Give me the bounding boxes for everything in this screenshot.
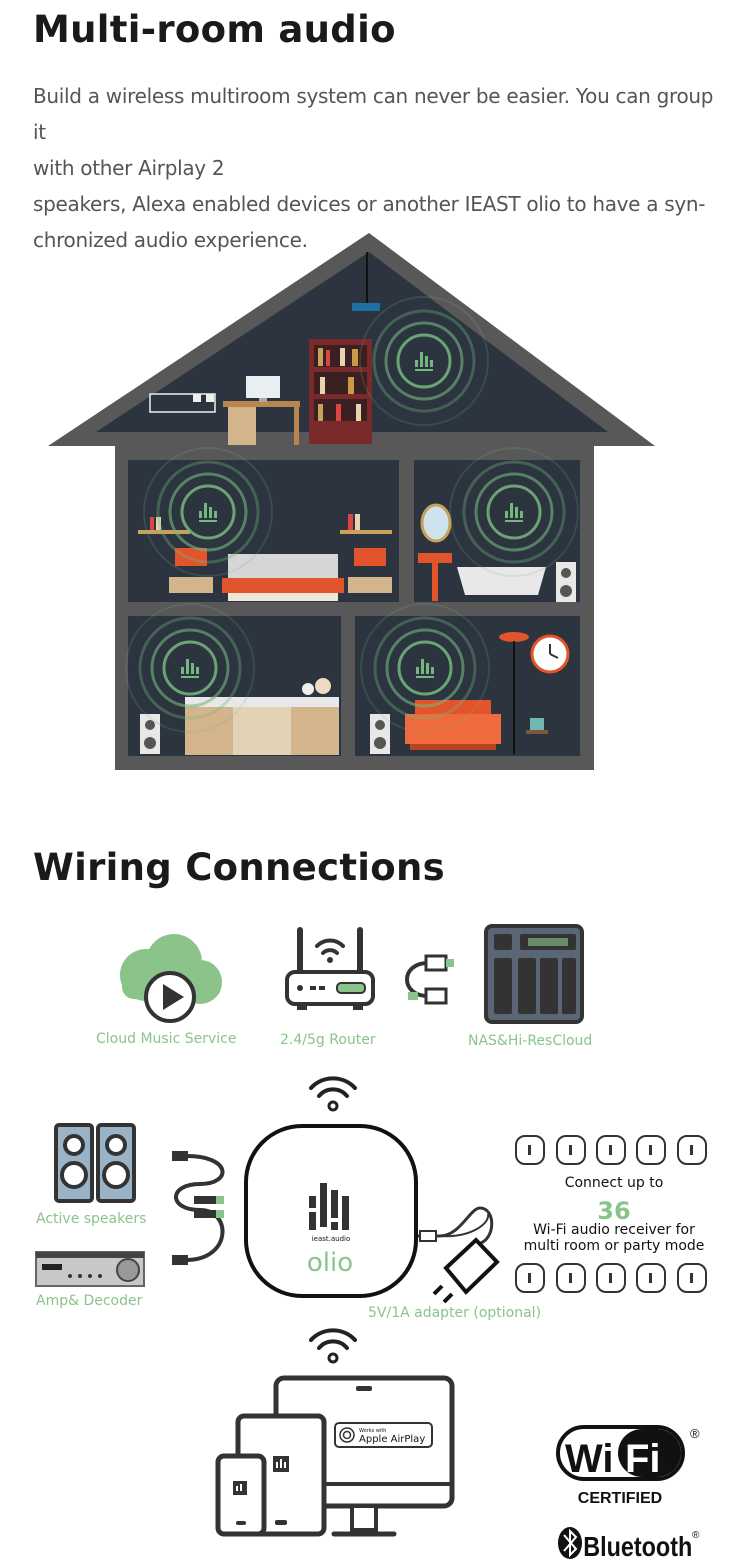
receiver-icons-top [515,1135,707,1165]
house-illustration [48,233,655,770]
olio-device: ieast.audio olio [244,1124,418,1298]
bluetooth-logo: Bluetooth ® [558,1527,700,1560]
olio-brand-small: ieast.audio [312,1235,351,1243]
description-line: with other Airplay 2 [33,156,225,180]
label-nas: NAS&Hi-ResCloud [468,1033,592,1049]
connect-up-to-label: Connect up to [565,1175,664,1191]
nas-icon [484,924,584,1024]
label-active-speakers: Active speakers [36,1211,146,1227]
router-icon [285,927,375,1010]
section-title-multiroom: Multi-room audio [33,8,396,51]
description-line: chronized audio experience. [33,228,308,252]
wifi-certified-logo: Wi Fi ® CERTIFIED [556,1425,700,1507]
active-speakers-icon [54,1123,136,1203]
receiver-line2: multi room or party mode [524,1238,705,1254]
airplay-name: Apple AirPlay [359,1434,425,1445]
connect-count: 36 [597,1197,630,1225]
audio-cable-icon [172,1151,225,1265]
amp-decoder-icon [35,1251,145,1287]
wifi-registered: ® [690,1426,700,1441]
section-title-wiring: Wiring Connections [33,846,445,889]
play-icon [144,971,196,1023]
receiver-icons-bottom [515,1263,707,1293]
power-adapter-icon [418,1206,500,1304]
description-line: Build a wireless multiroom system can ne… [33,84,714,144]
label-adapter: 5V/1A adapter (optional) [368,1305,541,1321]
label-amp-decoder: Amp& Decoder [36,1293,143,1309]
wifi-icon [309,1328,357,1364]
phone-icon [215,1453,267,1537]
wiring-diagram: Cloud Music Service 2.4/5g Router NAS&Hi… [35,924,707,1560]
multiroom-description: Build a wireless multiroom system can ne… [33,78,723,258]
olio-brand: olio [307,1248,353,1278]
ethernet-cable-icon [405,954,454,1005]
wifi-icon [309,1076,357,1112]
airplay-badge: Works with Apple AirPlay [334,1422,433,1448]
wifi-certified-label: CERTIFIED [578,1490,662,1507]
airplay-works-with: Works with [359,1428,386,1434]
wifi-logo-wi: Wi [565,1437,614,1481]
bluetooth-registered: ® [692,1530,700,1541]
wifi-logo-fi: Fi [625,1437,661,1481]
bluetooth-label: Bluetooth [583,1532,692,1560]
label-router: 2.4/5g Router [280,1032,376,1048]
receiver-line1: Wi-Fi audio receiver for [533,1222,695,1238]
label-cloud-music: Cloud Music Service [96,1031,236,1047]
description-line: speakers, Alexa enabled devices or anoth… [33,192,706,216]
olio-logo-icon [309,1183,349,1230]
